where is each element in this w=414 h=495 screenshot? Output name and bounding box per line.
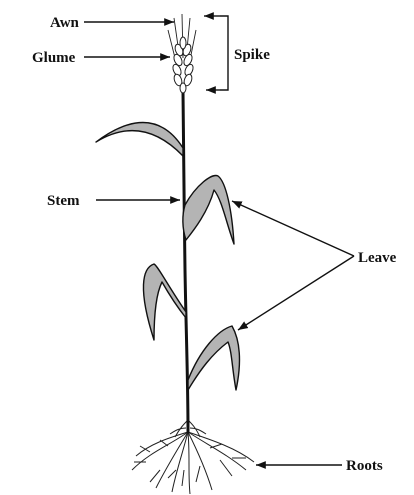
spike-illustration: [168, 14, 196, 93]
label-spike: Spike: [234, 47, 270, 63]
stem-shape: [183, 92, 188, 432]
leaf-upper-right: [183, 176, 234, 244]
leaf-middle-left: [143, 264, 186, 340]
leaf-lower: [188, 326, 239, 390]
label-roots: Roots: [346, 458, 383, 474]
label-glume: Glume: [32, 50, 76, 66]
roots-illustration: [132, 420, 254, 494]
spike-bracket: [204, 16, 228, 90]
leaf-top: [96, 123, 183, 157]
leader-lines: [84, 22, 354, 465]
label-stem: Stem: [47, 193, 80, 209]
label-leave: Leave: [358, 250, 397, 266]
label-awn: Awn: [50, 15, 80, 31]
